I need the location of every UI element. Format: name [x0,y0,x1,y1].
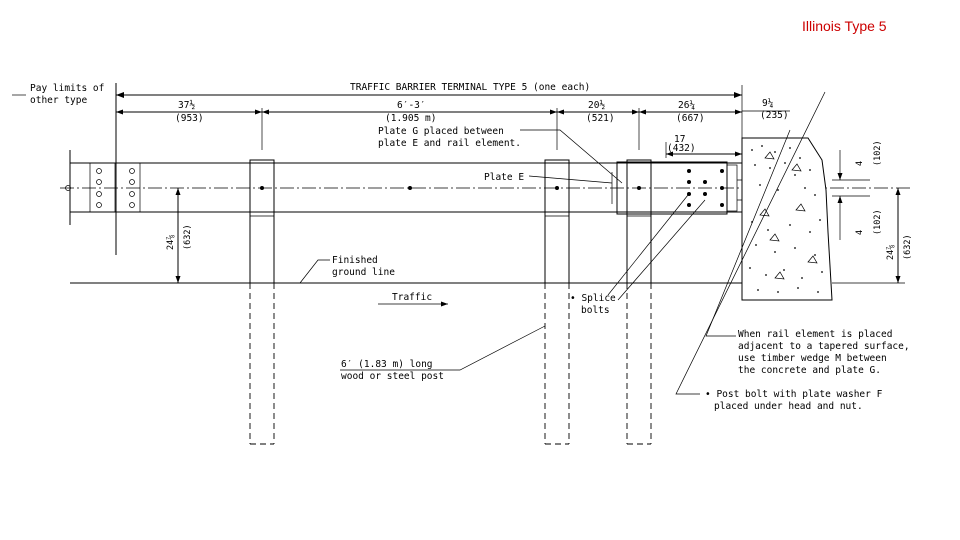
drawing-title: Illinois Type 5 [802,18,887,34]
plate-g-label-line1: Plate G placed between [378,126,504,137]
dim-6-3: 6′-3′ [397,100,426,111]
w-beam-rail [60,150,910,225]
post-bolt-note-line1: • Post bolt with plate washer F [705,389,883,400]
dim-102-lower: (102) [873,209,883,235]
post-label-line2: wood or steel post [341,371,444,382]
dim-432: (432) [667,143,696,154]
plate-e-label: Plate E [484,172,524,183]
pay-limits-label-line1: Pay limits of [30,83,104,94]
splice-bolts-label-line2: bolts [581,305,610,316]
wedge-note-line4: the concrete and plate G. [738,365,881,376]
finished-ground-label-line2: ground line [332,267,395,278]
finished-ground-label-line1: Finished [332,255,378,266]
wedge-note-line2: adjacent to a tapered surface, [738,341,910,352]
left-height-dimension: 24⅞ (632) [166,188,193,283]
pay-limits-label-line2: other type [30,95,87,106]
dim-632-right: (632) [903,234,913,260]
wedge-note-line3: use timber wedge M between [738,353,887,364]
dim-26-quarter: 26¼ [678,100,695,111]
traffic-label: Traffic [392,292,432,303]
dim-1905: (1.905 m) [385,113,436,124]
dim-4-upper: 4 [855,161,865,166]
plate-g-label-line2: plate E and rail element. [378,138,521,149]
concrete-parapet [741,137,833,301]
dim-102-upper: (102) [873,140,883,166]
post-label-line1: 6′ (1.83 m) long [341,359,433,370]
dim-20-half: 20½ [588,100,605,111]
splice-bolts-label-line1: • Splice [570,293,616,304]
dim-521: (521) [586,113,615,124]
dim-17: 17 [674,134,685,145]
dim-4-lower: 4 [855,230,865,235]
dim-235: (235) [760,110,789,121]
dim-24-7-8-left: 24⅞ [166,235,176,250]
dim-953: (953) [175,113,204,124]
top-dimensions: Pay limits of other type TRAFFIC BARRIER… [12,82,790,255]
dim-9-quarter: 9¼ [762,98,774,109]
wedge-note-line1: When rail element is placed [738,329,892,340]
right-vertical-dimensions: 4 (102) 4 (102) 24⅞ (632) [832,140,913,284]
dim-632-left: (632) [183,224,193,250]
post-bolt-note-line2: placed under head and nut. [714,401,863,412]
dim-37-half: 37½ [178,100,195,111]
dim-667: (667) [676,113,705,124]
dim-24-7-8-right: 24⅞ [886,245,896,260]
terminal-title: TRAFFIC BARRIER TERMINAL TYPE 5 (one eac… [350,82,590,93]
